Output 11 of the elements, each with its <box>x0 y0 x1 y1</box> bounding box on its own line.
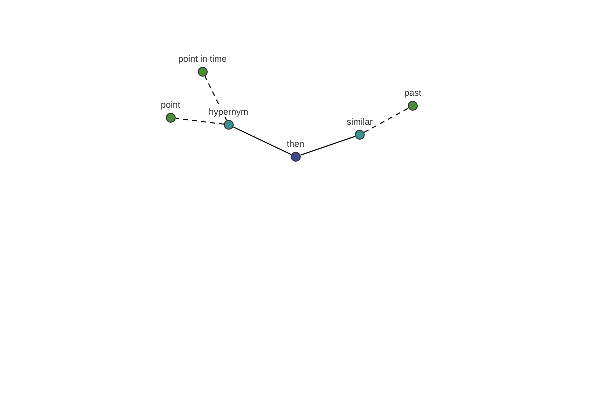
dashed-line <box>175 118 225 125</box>
dashed-line <box>364 108 410 134</box>
connector-line <box>233 126 292 156</box>
node-label: hypernym <box>208 107 250 117</box>
node-label: point <box>160 100 182 110</box>
node-label: point in time <box>178 54 228 64</box>
node-label: past <box>404 88 423 98</box>
node-label: then <box>286 139 306 149</box>
node-label: similar <box>346 117 374 127</box>
dashed-line <box>204 76 228 121</box>
connector-line <box>300 136 356 156</box>
